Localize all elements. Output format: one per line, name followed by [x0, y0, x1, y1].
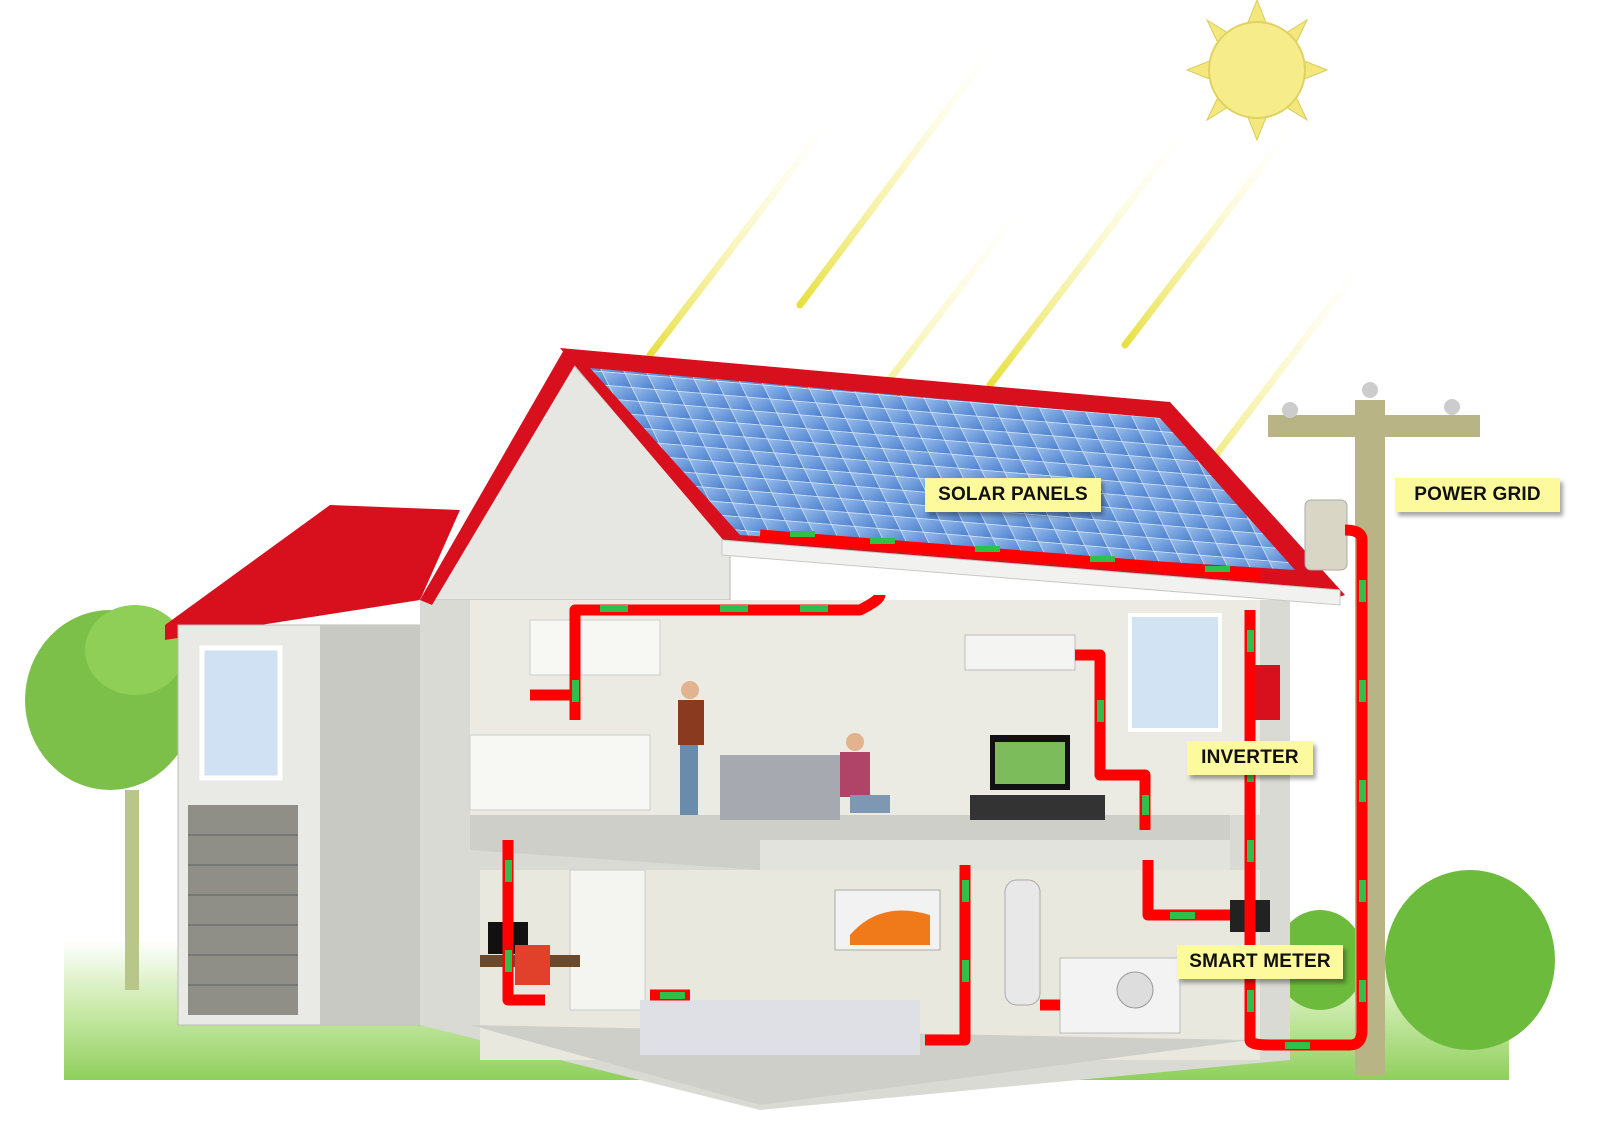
inverter-label: INVERTER — [1187, 741, 1313, 775]
person-standing — [678, 681, 704, 815]
sofa — [720, 755, 840, 820]
kitchen-cabinets — [529, 619, 661, 676]
tree-left — [25, 605, 195, 990]
transformer — [1304, 499, 1348, 571]
sun-icon — [1185, 0, 1329, 142]
solar-panels-label: SOLAR PANELS — [925, 478, 1101, 512]
garage — [165, 505, 460, 1026]
house — [419, 348, 1345, 1110]
person-sitting — [840, 733, 890, 813]
bed — [640, 1000, 920, 1055]
window — [1128, 613, 1222, 732]
door — [569, 869, 646, 1011]
smart-meter-label: SMART METER — [1177, 945, 1343, 979]
solar-panel-array — [590, 368, 1295, 570]
water-heater — [1004, 879, 1041, 1006]
power-grid-label: POWER GRID — [1395, 478, 1560, 512]
power-wires — [502, 524, 1368, 1051]
air-conditioner — [964, 634, 1076, 671]
